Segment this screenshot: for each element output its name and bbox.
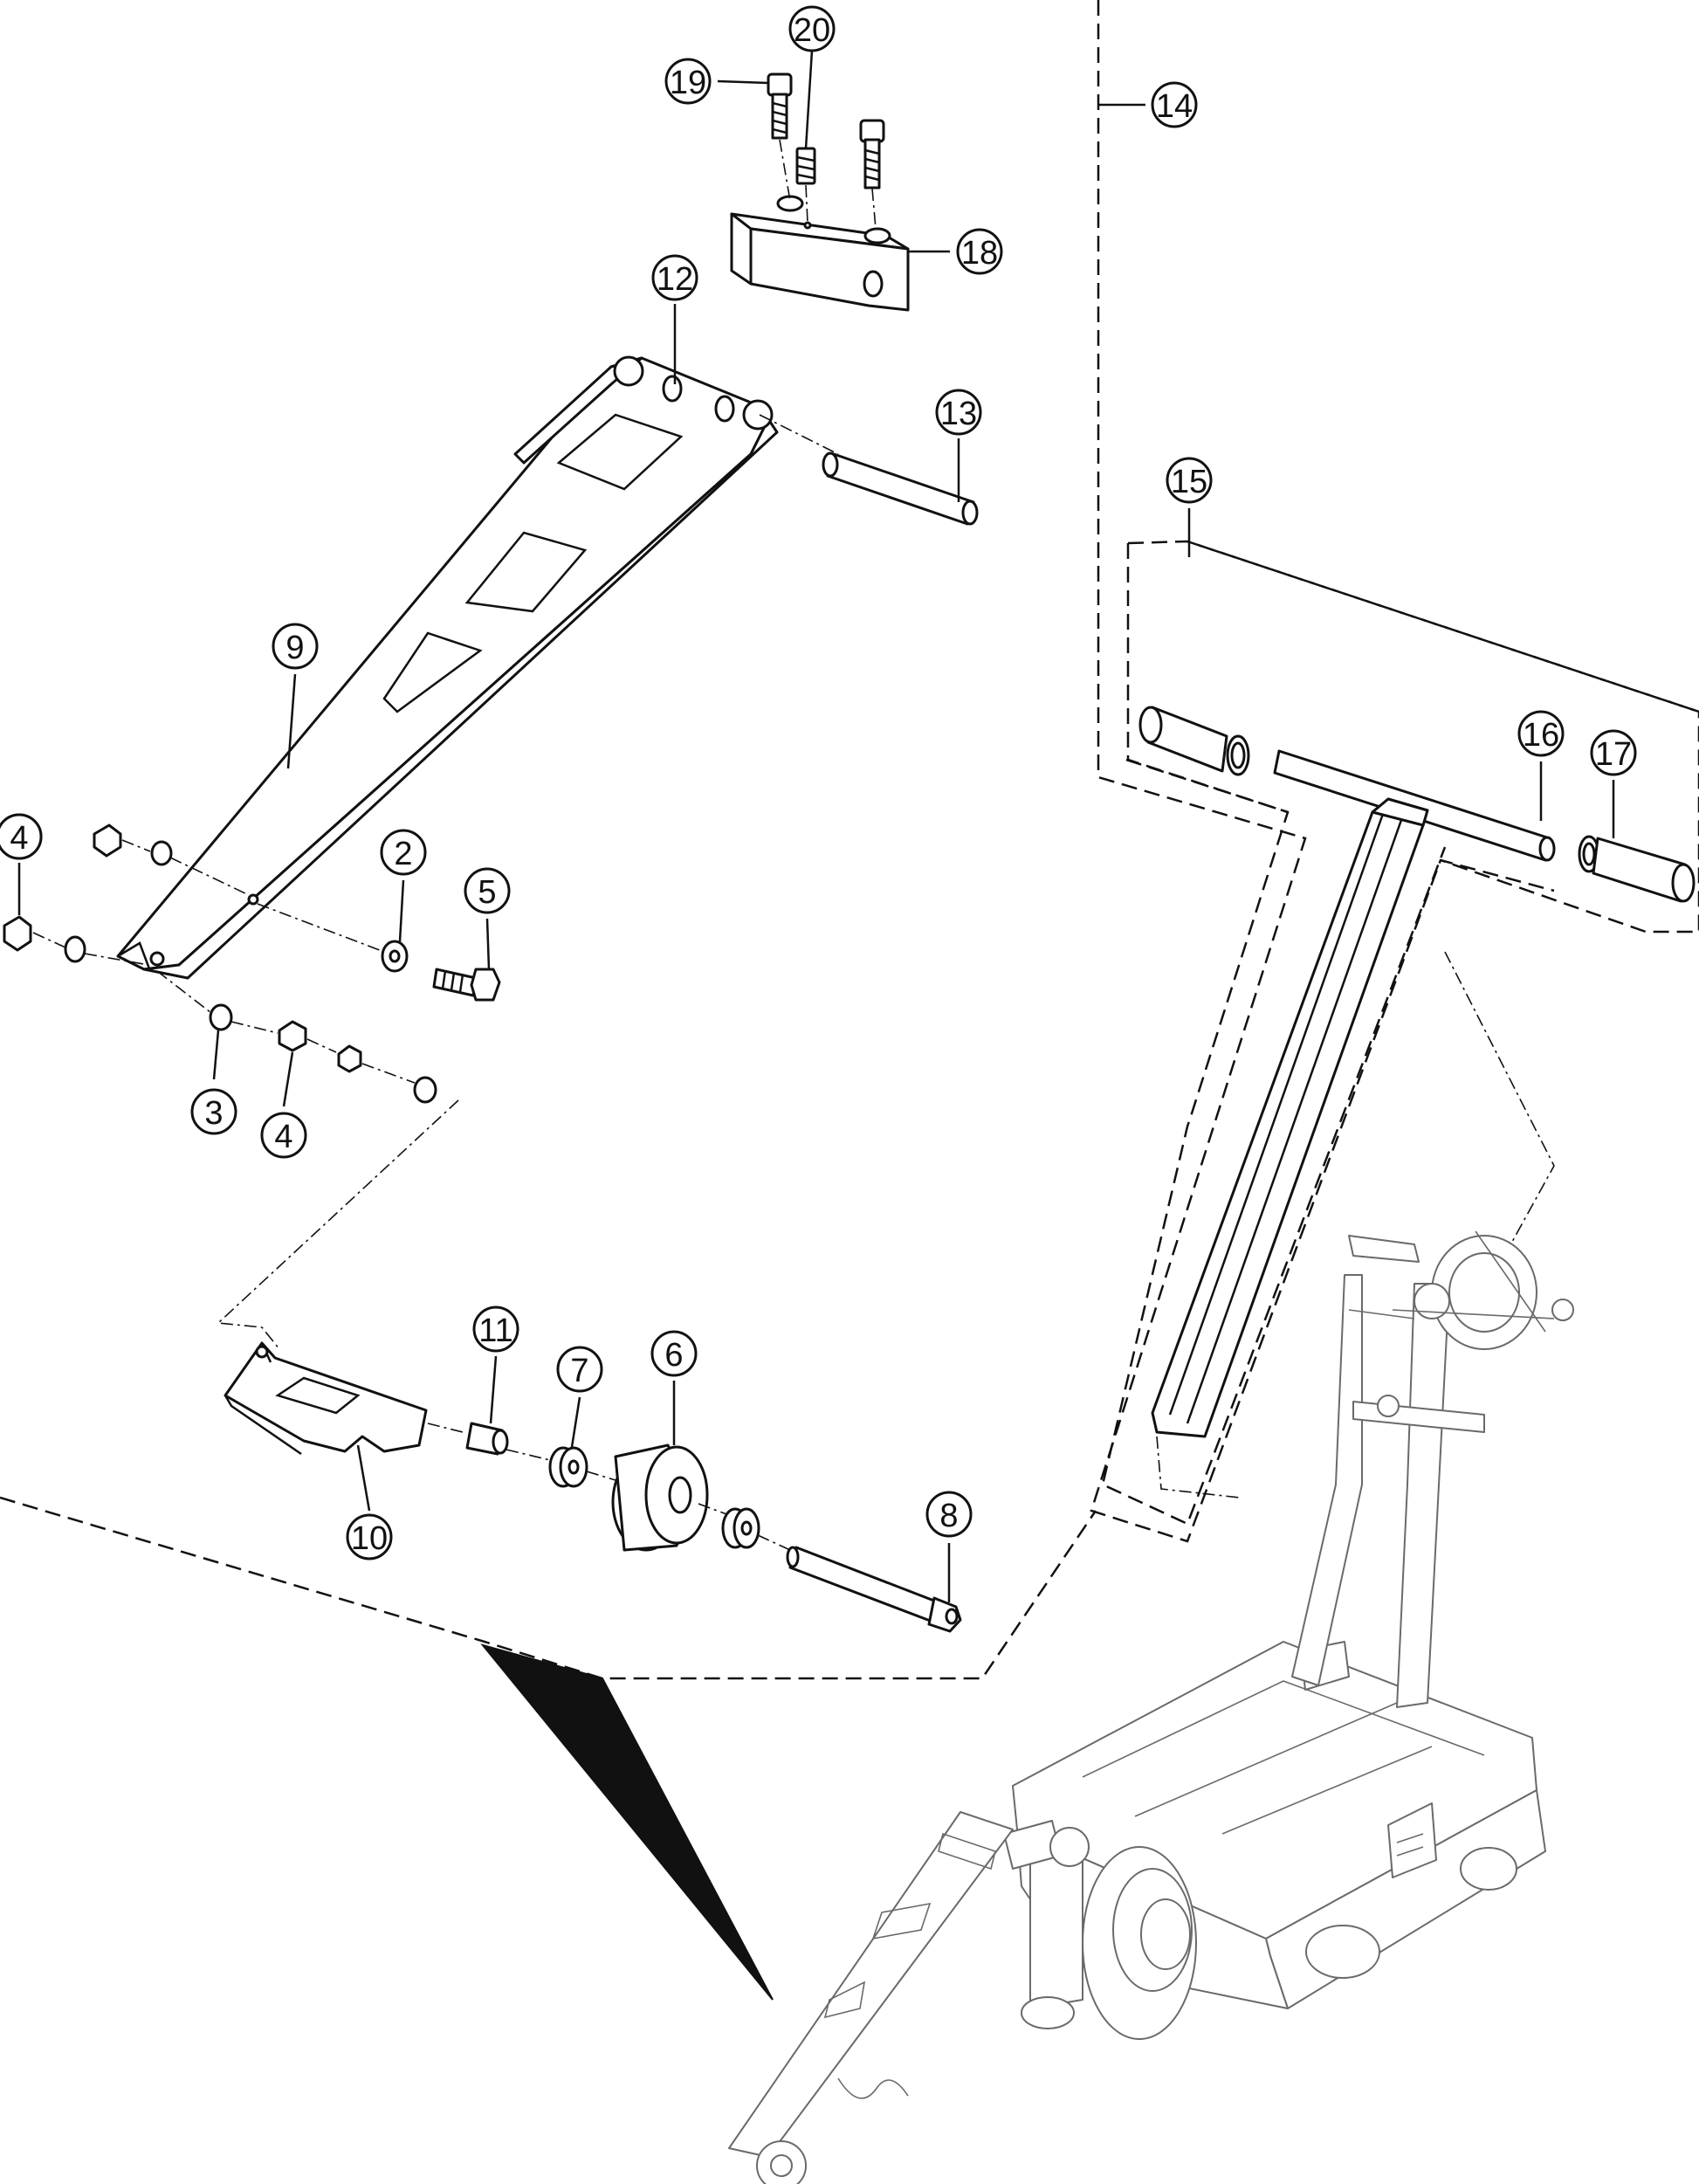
callout-7-label: 7 <box>570 1353 588 1389</box>
callout-13: 13 <box>935 389 982 436</box>
callout-8: 8 <box>925 1491 973 1538</box>
leader-19 <box>717 79 769 85</box>
detail-boundary <box>0 1496 1097 1680</box>
leader-4c <box>282 1051 294 1107</box>
pointer-wedge <box>480 1643 774 2001</box>
part-18-block <box>730 195 910 312</box>
group-15-boundary-right <box>1187 540 1699 713</box>
callout-2-label: 2 <box>394 836 412 872</box>
callout-5: 5 <box>464 867 511 914</box>
part-11-spacer <box>427 1422 551 1461</box>
callout-8-label: 8 <box>939 1498 958 1534</box>
callout-6-label: 6 <box>664 1337 683 1374</box>
callout-9: 9 <box>272 623 319 670</box>
leader-3 <box>212 1030 220 1080</box>
part-9-arm <box>116 355 779 980</box>
leader-20 <box>804 50 814 149</box>
leader-5 <box>485 918 491 970</box>
part-19-cap-screw <box>767 72 793 202</box>
fastener-row-lower <box>3 915 437 1104</box>
callout-2: 2 <box>380 829 427 876</box>
leader-11 <box>489 1355 498 1424</box>
callout-20-label: 20 <box>794 12 830 49</box>
callout-19: 19 <box>664 58 712 105</box>
part-7-washer-2 <box>721 1507 791 1551</box>
part-14-handle-tube <box>1151 797 1429 1438</box>
leader-2 <box>398 879 405 942</box>
callout-15-label: 15 <box>1171 464 1207 500</box>
assembly-path-handle-2 <box>1156 1436 1241 1498</box>
part-19-cap-screw-2 <box>859 119 885 230</box>
callout-14-label: 14 <box>1156 88 1193 125</box>
callout-17-label: 17 <box>1595 736 1632 773</box>
callout-17: 17 <box>1590 729 1637 776</box>
callout-4-mid-label: 4 <box>10 820 28 857</box>
part-13-pin <box>759 414 979 526</box>
callout-5-label: 5 <box>478 874 496 911</box>
callout-3: 3 <box>190 1088 237 1135</box>
callout-4-bottom: 4 <box>260 1112 307 1159</box>
assembly-path-lower <box>217 1099 459 1350</box>
part-20-set-screw <box>795 147 816 224</box>
callout-7: 7 <box>556 1346 603 1393</box>
callout-12-label: 12 <box>657 261 693 298</box>
callout-20: 20 <box>788 5 836 52</box>
leader-9 <box>286 673 297 769</box>
callout-16-label: 16 <box>1523 717 1559 754</box>
callout-11: 11 <box>472 1306 519 1353</box>
callout-12: 12 <box>651 254 698 301</box>
callout-15: 15 <box>1166 457 1213 504</box>
callout-4-mid: 4 <box>0 813 43 860</box>
leader-7 <box>570 1396 581 1448</box>
part-6-wheel <box>611 1443 730 1552</box>
callout-10: 10 <box>346 1513 393 1560</box>
callout-6: 6 <box>650 1330 698 1377</box>
callout-13-label: 13 <box>940 396 977 432</box>
callout-4-bottom-label: 4 <box>274 1119 292 1155</box>
callout-9-label: 9 <box>285 630 304 666</box>
part-8-axle-bolt <box>786 1546 962 1633</box>
part-15-grip-left <box>1138 706 1250 776</box>
callout-11-label: 11 <box>478 1312 512 1349</box>
callout-10-label: 10 <box>351 1520 388 1557</box>
machine-ghost <box>728 1230 1574 2184</box>
part-2-washer <box>257 903 409 973</box>
part-10-bracket <box>224 1341 428 1456</box>
part-7-washer <box>548 1446 616 1488</box>
callout-19-label: 19 <box>670 65 706 101</box>
group-15-boundary <box>1126 540 1699 934</box>
part-5-bolt <box>432 968 501 1002</box>
callout-14: 14 <box>1151 81 1198 128</box>
part-17-grip-right <box>1578 835 1696 903</box>
fastener-row-upper <box>93 823 250 896</box>
callout-3-label: 3 <box>204 1095 223 1132</box>
callout-18: 18 <box>956 228 1003 275</box>
callout-18-label: 18 <box>961 235 998 272</box>
callout-16: 16 <box>1517 710 1565 757</box>
leader-10 <box>356 1444 371 1512</box>
